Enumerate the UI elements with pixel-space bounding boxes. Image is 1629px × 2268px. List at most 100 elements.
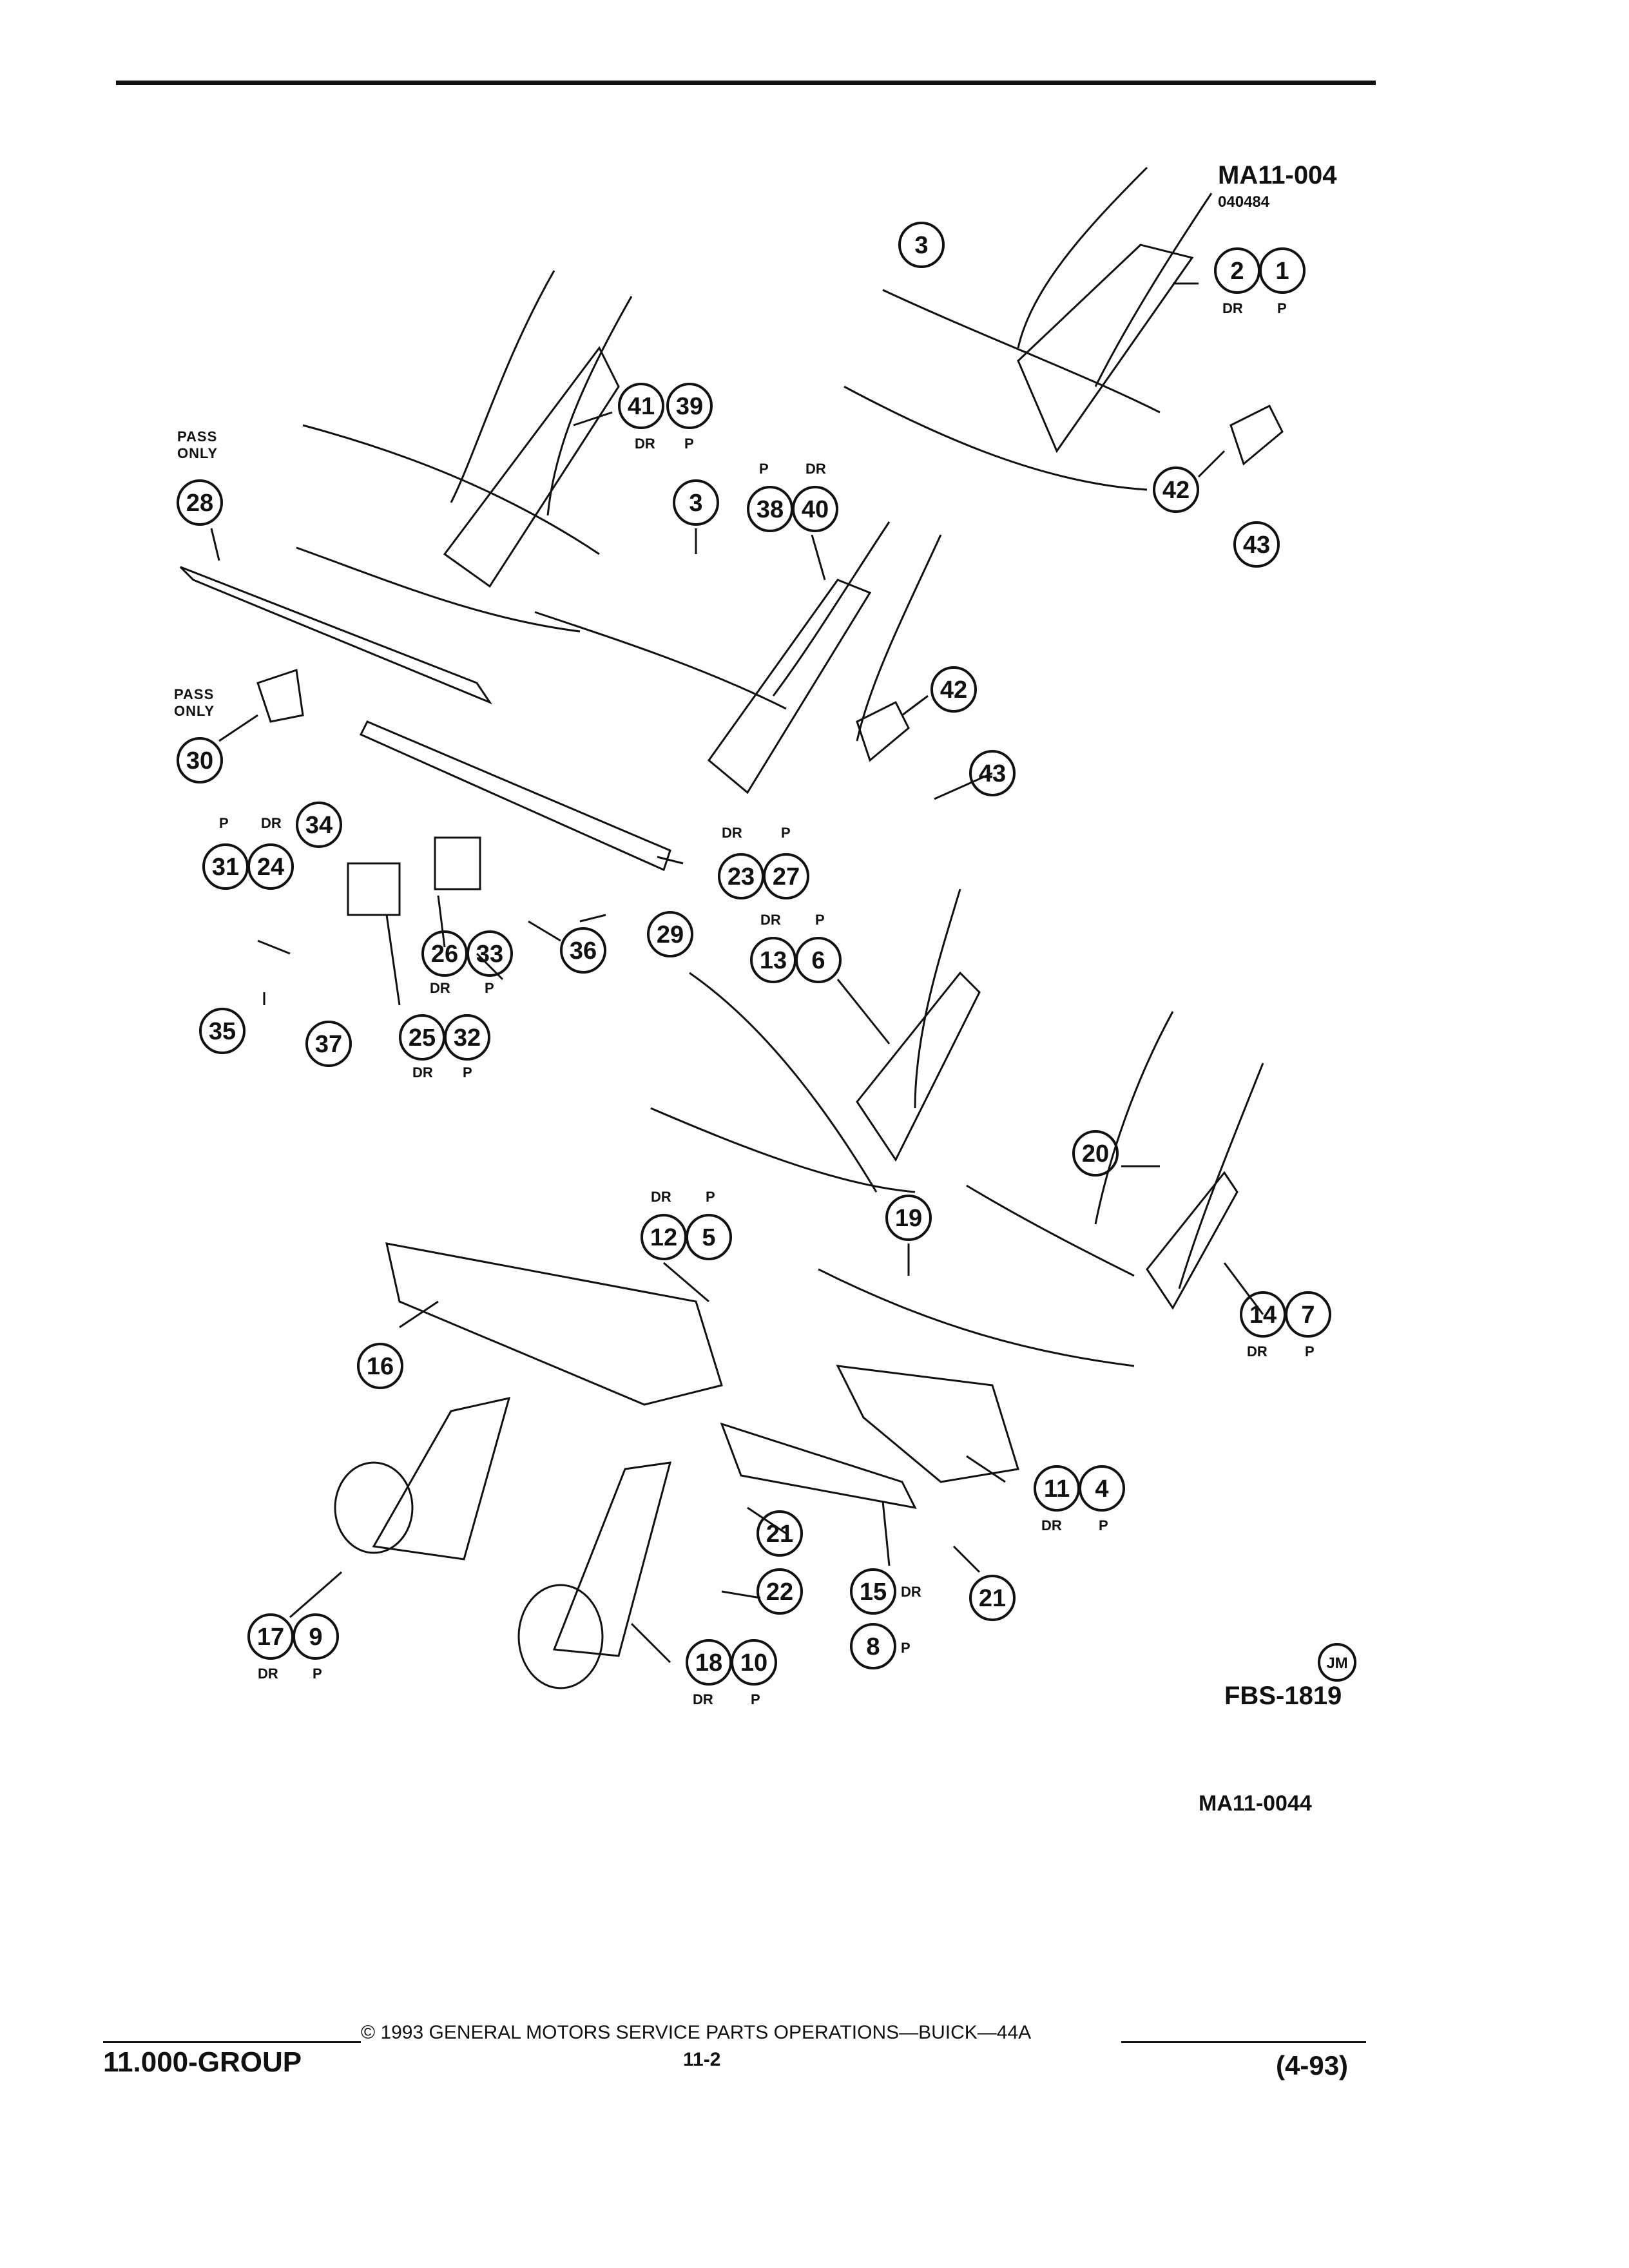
- callout-38: 38: [747, 486, 793, 532]
- callout-2: 2: [1214, 247, 1260, 294]
- callout-32: 32: [444, 1014, 490, 1061]
- leader-lines: [210, 282, 1264, 1664]
- svg-text:12: 12: [650, 1224, 677, 1251]
- callout-17: 17: [247, 1613, 294, 1660]
- callout-6: 6: [795, 937, 842, 983]
- svg-text:5: 5: [702, 1224, 715, 1251]
- svg-text:P: P: [463, 1064, 472, 1081]
- svg-text:DR: DR: [1222, 300, 1243, 316]
- svg-text:3: 3: [689, 490, 702, 517]
- callout-35: 35: [199, 1008, 246, 1054]
- svg-text:DR: DR: [693, 1691, 713, 1707]
- callout-15: 15: [850, 1568, 896, 1615]
- callout-34: 34: [296, 802, 342, 848]
- svg-text:35: 35: [209, 1018, 236, 1045]
- svg-text:DR: DR: [805, 461, 826, 477]
- callout-7: 7: [1285, 1291, 1331, 1338]
- svg-text:37: 37: [315, 1031, 342, 1058]
- figure-code: MA11-004: [1218, 161, 1337, 189]
- svg-text:JM: JM: [1326, 1655, 1347, 1672]
- callout-42-top: 42: [1153, 466, 1199, 513]
- callout-41: 41: [618, 383, 664, 429]
- callout-29: 29: [647, 911, 693, 957]
- callout-10: 10: [731, 1639, 777, 1686]
- callout-43-top: 43: [1233, 521, 1280, 568]
- jm-stamp: JM: [1318, 1643, 1356, 1682]
- svg-text:23: 23: [728, 863, 755, 890]
- svg-text:24: 24: [257, 854, 284, 881]
- svg-text:31: 31: [212, 854, 239, 881]
- callout-circles: 1 2 3 3 4 5 6 7 8 9 10 11 12 13 14 15 16…: [177, 222, 1356, 1686]
- svg-text:21: 21: [979, 1585, 1006, 1612]
- svg-text:DR: DR: [261, 815, 282, 831]
- svg-text:33: 33: [476, 941, 503, 968]
- callout-12: 12: [641, 1214, 687, 1260]
- svg-text:18: 18: [695, 1649, 722, 1677]
- svg-text:P: P: [815, 912, 825, 928]
- callout-9: 9: [293, 1613, 339, 1660]
- callout-37: 37: [305, 1021, 352, 1067]
- svg-text:15: 15: [860, 1579, 887, 1606]
- callout-39: 39: [666, 383, 713, 429]
- footer-page-number: 11-2: [683, 2049, 721, 2070]
- callout-33: 33: [467, 930, 513, 977]
- callout-14: 14: [1240, 1291, 1286, 1338]
- svg-text:7: 7: [1301, 1302, 1315, 1329]
- side-tags: DR P DR P P DR DR P P DR DR P DR P DR P …: [219, 300, 1315, 1707]
- callout-42-mid: 42: [930, 666, 977, 713]
- svg-text:16: 16: [367, 1353, 394, 1380]
- svg-text:3: 3: [914, 232, 928, 259]
- callout-1: 1: [1259, 247, 1306, 294]
- svg-text:41: 41: [628, 393, 655, 420]
- footer-copyright: © 1993 GENERAL MOTORS SERVICE PARTS OPER…: [361, 2022, 1032, 2043]
- part-shapes: [179, 244, 1284, 1689]
- svg-text:P: P: [751, 1691, 760, 1707]
- callout-40: 40: [792, 486, 838, 532]
- svg-text:P: P: [1099, 1517, 1108, 1533]
- figure-caption: MA11-0044: [1199, 1791, 1312, 1816]
- svg-text:P: P: [219, 815, 229, 831]
- callout-30: 30: [177, 737, 223, 783]
- callout-3-top: 3: [898, 222, 945, 268]
- svg-text:28: 28: [186, 490, 213, 517]
- svg-text:P: P: [759, 461, 769, 477]
- svg-text:DR: DR: [635, 436, 655, 452]
- callout-20: 20: [1072, 1130, 1119, 1177]
- svg-text:27: 27: [773, 863, 800, 890]
- svg-text:DR: DR: [412, 1064, 433, 1081]
- callout-4: 4: [1079, 1465, 1125, 1512]
- svg-text:32: 32: [454, 1024, 481, 1052]
- callout-27: 27: [763, 853, 809, 899]
- svg-text:36: 36: [570, 937, 597, 965]
- callout-5: 5: [686, 1214, 732, 1260]
- callout-16: 16: [357, 1343, 403, 1389]
- svg-text:21: 21: [766, 1521, 793, 1548]
- svg-text:2: 2: [1230, 258, 1244, 285]
- svg-text:29: 29: [657, 921, 684, 948]
- svg-text:42: 42: [1162, 477, 1190, 504]
- callout-43-mid: 43: [969, 750, 1016, 796]
- svg-text:20: 20: [1082, 1140, 1109, 1168]
- svg-text:34: 34: [305, 812, 333, 839]
- svg-text:43: 43: [1243, 532, 1270, 559]
- svg-text:DR: DR: [1041, 1517, 1062, 1533]
- callout-26: 26: [421, 930, 468, 977]
- footer-group: 11.000-GROUP: [103, 2046, 302, 2078]
- svg-text:4: 4: [1095, 1475, 1108, 1503]
- svg-text:9: 9: [309, 1624, 322, 1651]
- figure-date: 040484: [1218, 193, 1270, 211]
- callout-28: 28: [177, 479, 223, 526]
- svg-text:P: P: [901, 1640, 911, 1656]
- footer-rule-left: [103, 2041, 361, 2043]
- svg-text:40: 40: [802, 496, 829, 523]
- svg-text:30: 30: [186, 747, 213, 774]
- svg-text:P: P: [684, 436, 694, 452]
- svg-text:P: P: [706, 1189, 715, 1205]
- svg-text:43: 43: [979, 760, 1006, 787]
- svg-text:42: 42: [940, 677, 967, 704]
- callout-11: 11: [1034, 1465, 1080, 1512]
- svg-text:10: 10: [740, 1649, 767, 1677]
- svg-text:26: 26: [431, 941, 458, 968]
- svg-text:25: 25: [409, 1024, 436, 1052]
